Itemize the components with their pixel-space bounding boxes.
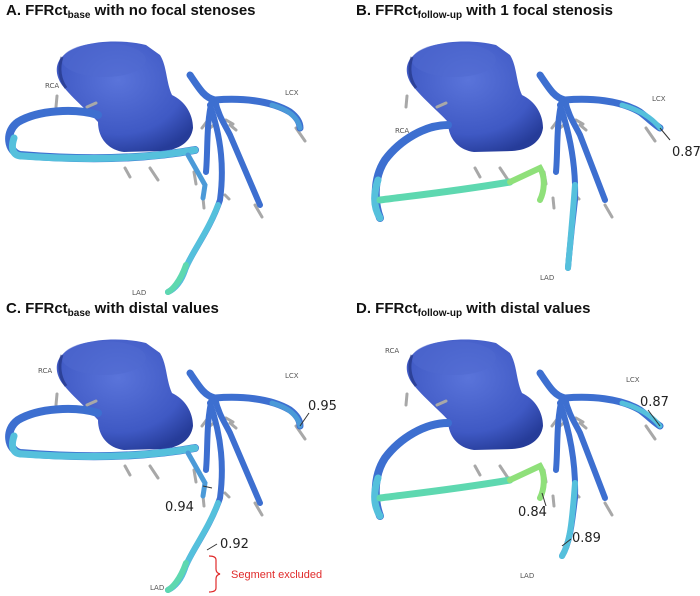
stenosis-segment	[507, 462, 547, 501]
lad-mid	[165, 500, 221, 593]
lad-value: 0.89	[572, 531, 601, 546]
rca-distal-low	[376, 178, 514, 204]
lad-label: LAD	[540, 274, 554, 282]
rca-proximal	[371, 121, 452, 222]
rca-distal	[8, 432, 199, 460]
panel-a: A. FFRctbase with no focal stenoses RCA …	[0, 0, 350, 298]
segment-excluded-label: Segment excluded	[231, 569, 322, 581]
lad-value: 0.92	[220, 537, 249, 552]
lcx-leader-line	[659, 127, 671, 141]
stenosis-segment	[507, 164, 547, 203]
lcx-leader-line	[647, 409, 661, 427]
lad-label: LAD	[150, 584, 164, 592]
stenosis-leader-line	[541, 492, 547, 507]
stenosis-value: 0.84	[518, 505, 547, 520]
rca-distal	[8, 134, 199, 162]
lcx-label: LCX	[285, 372, 299, 380]
diag-distal	[185, 450, 208, 499]
lad-mid	[165, 202, 221, 295]
lad-mid	[565, 182, 578, 271]
aorta-shape	[55, 39, 195, 154]
lad-leader-line	[206, 543, 218, 551]
om-branch	[212, 395, 263, 506]
aorta-shape	[405, 39, 545, 154]
rca-label: RCA	[395, 127, 409, 135]
panel-b: B. FFRctfollow-up with 1 focal stenosis …	[350, 0, 700, 298]
lad-distal	[165, 560, 189, 593]
lcx-distal	[619, 102, 663, 131]
lad-label: LAD	[520, 572, 534, 580]
rca-label: RCA	[385, 347, 399, 355]
rca-distal	[371, 474, 384, 520]
panel-a-title: A. FFRctbase with no focal stenoses	[6, 2, 256, 21]
lad-leader-line	[561, 538, 572, 547]
lcx-value: 0.87	[640, 395, 669, 410]
rca-distal-low	[376, 476, 514, 502]
diag-value: 0.94	[165, 500, 194, 515]
coronary-tree-a: RCA LCX LAD	[5, 39, 307, 297]
rca-distal	[371, 176, 384, 222]
coronary-tree-c: 0.95 0.94 0.92 Segment excluded RCA LCX …	[5, 337, 337, 593]
panel-c: C. FFRctbase with distal values 0.95 0.9…	[0, 298, 350, 596]
aorta-shape	[55, 337, 195, 452]
panel-b-title: B. FFRctfollow-up with 1 focal stenosis	[356, 2, 613, 21]
exclusion-bracket	[208, 555, 221, 593]
diag-distal	[185, 152, 208, 201]
lcx-distal	[269, 400, 303, 429]
lcx-label: LCX	[652, 95, 666, 103]
lad-label: LAD	[132, 289, 146, 297]
lcx-label: LCX	[626, 376, 640, 384]
lcx-value: 0.95	[308, 399, 337, 414]
om-branch	[562, 97, 608, 203]
lcx-label: LCX	[285, 89, 299, 97]
panel-d-title: D. FFRctfollow-up with distal values	[356, 300, 591, 319]
om-branch	[212, 97, 263, 208]
rca-proximal	[371, 419, 452, 520]
panel-d: D. FFRctfollow-up with distal values 0.8…	[350, 298, 700, 596]
aorta-shape	[405, 337, 545, 452]
coronary-tree-b: 0.87 RCA LCX LAD	[371, 39, 700, 282]
lad-mid	[559, 480, 578, 559]
lad-distal	[165, 262, 189, 295]
rca-label: RCA	[38, 367, 52, 375]
panel-c-title: C. FFRctbase with distal values	[6, 300, 219, 319]
coronary-tree-d: 0.87 0.84 0.89 RCA LCX LAD	[371, 337, 669, 580]
om-branch	[562, 395, 608, 501]
lcx-distal	[269, 102, 303, 131]
rca-label: RCA	[45, 82, 59, 90]
lcx-value: 0.87	[672, 145, 700, 160]
diag-leader-line	[202, 485, 213, 489]
lcx-leader-line	[299, 412, 310, 427]
